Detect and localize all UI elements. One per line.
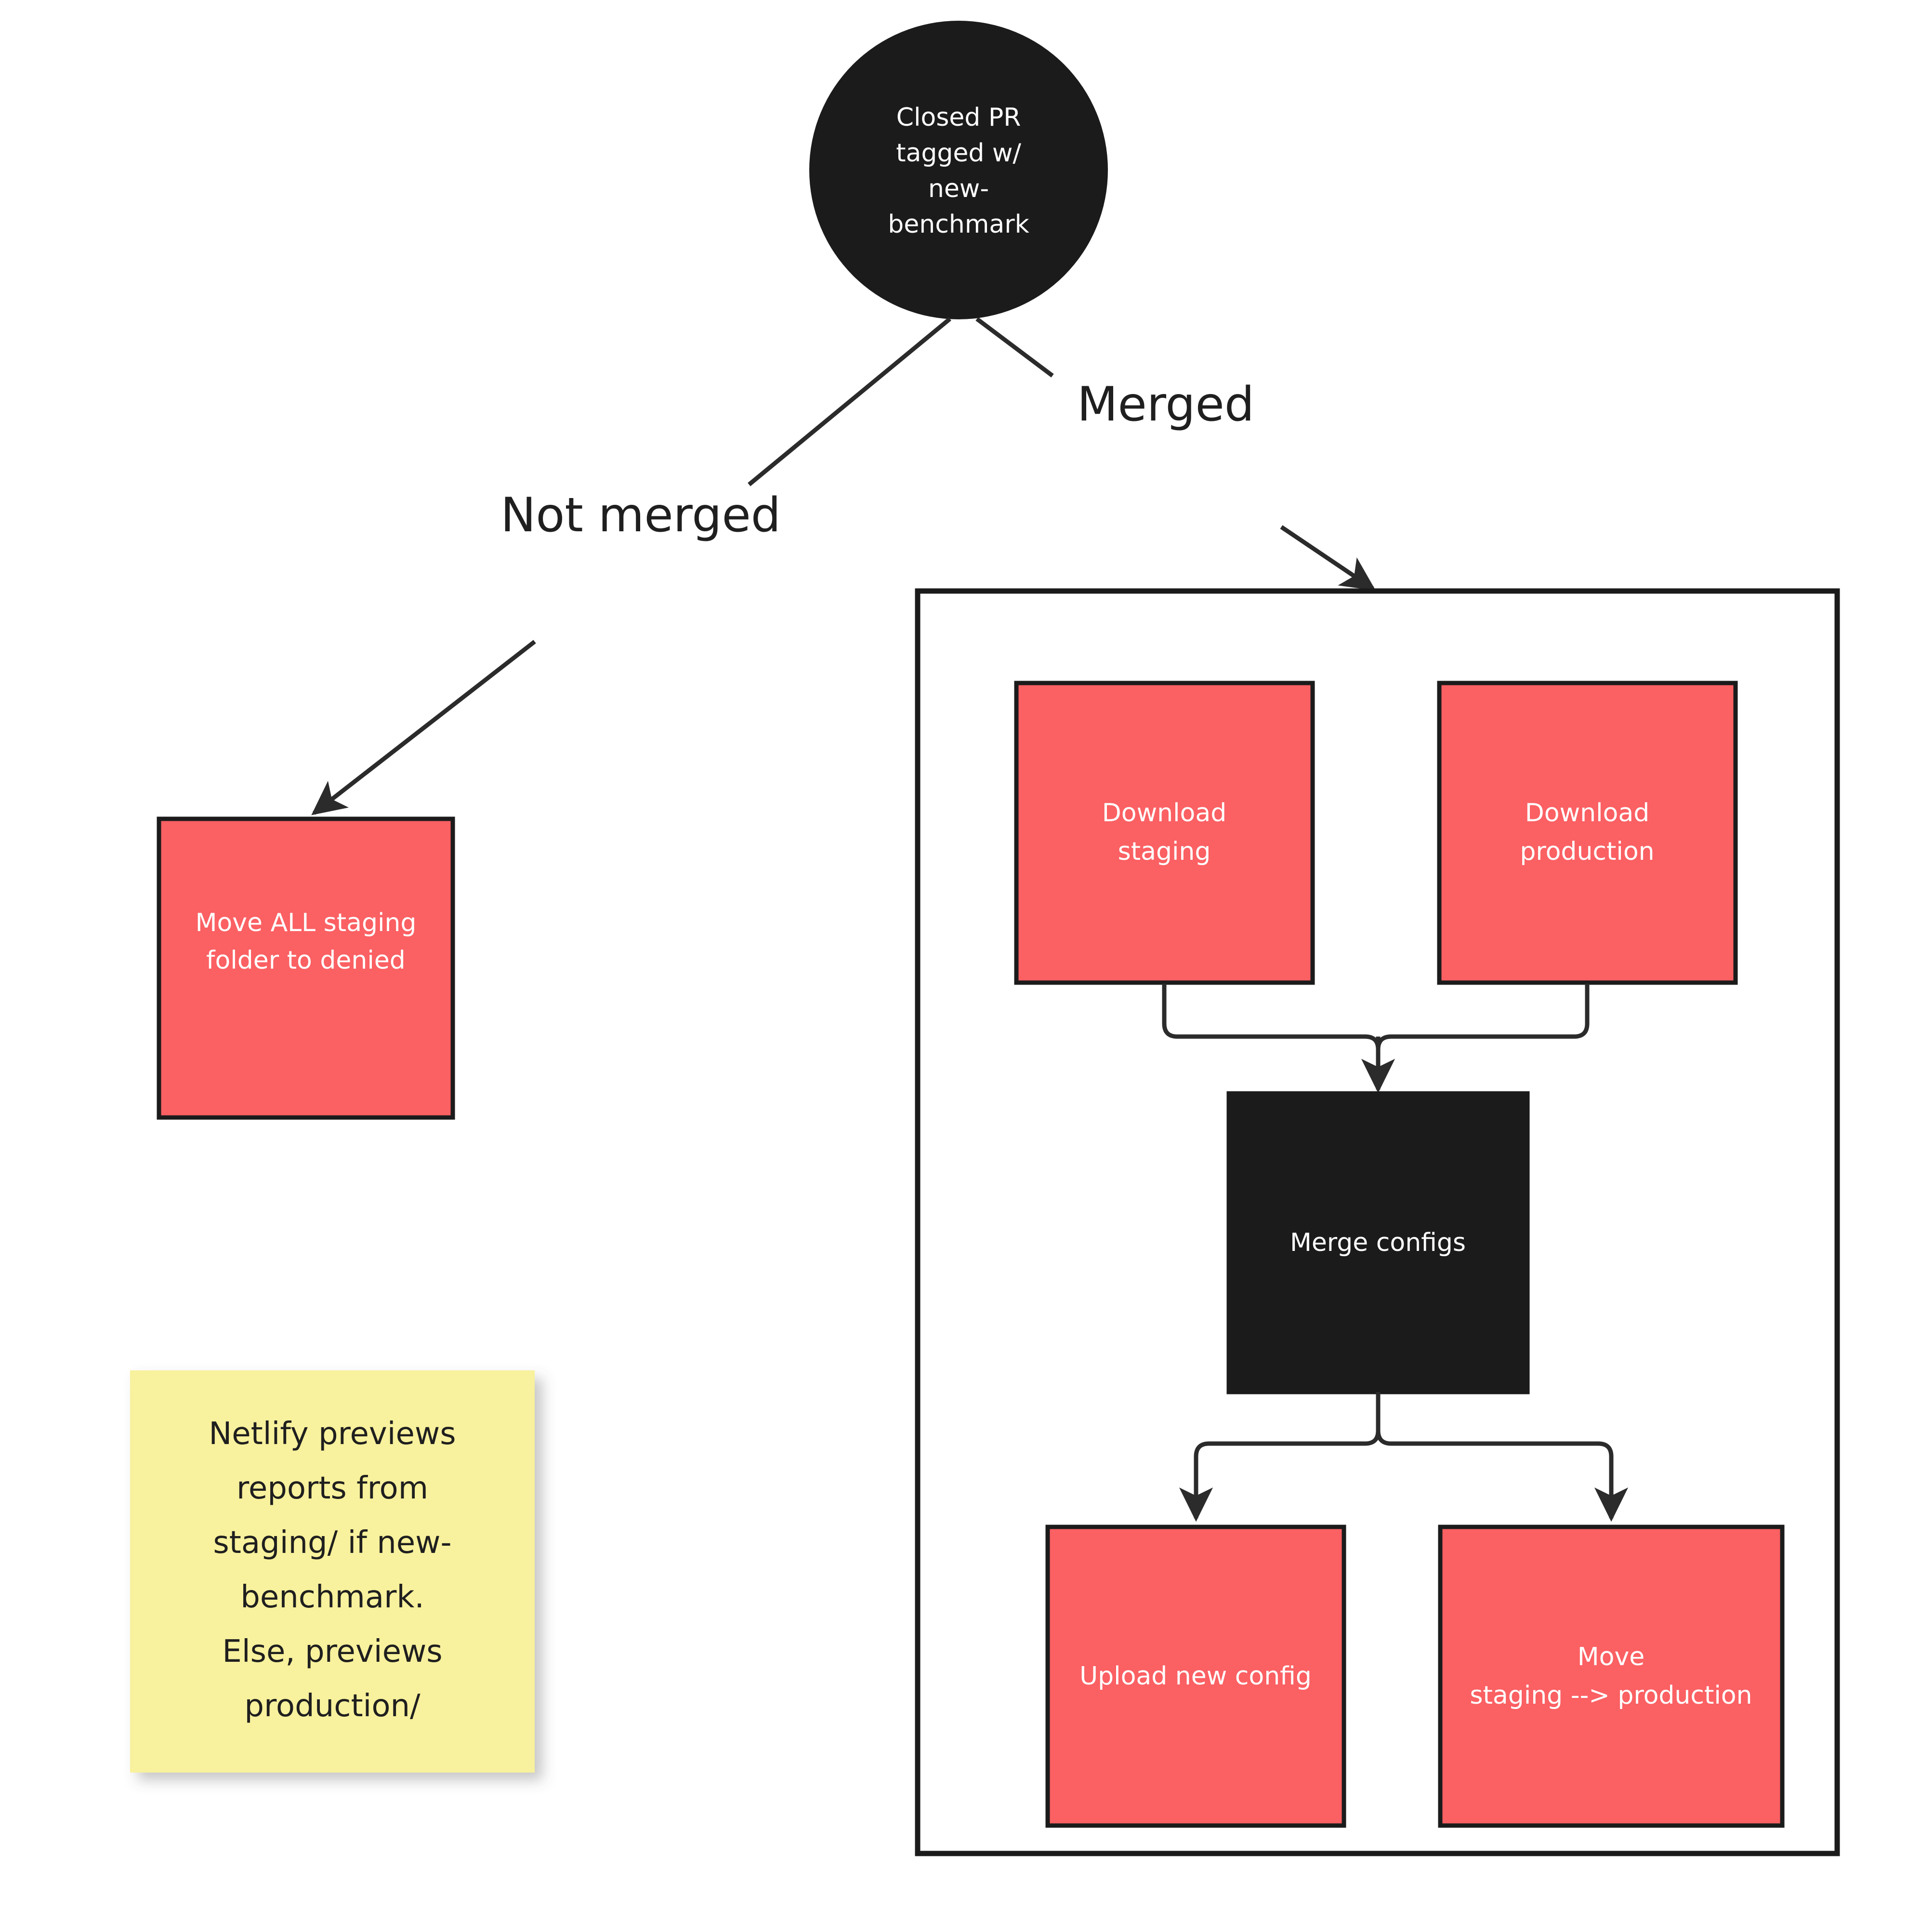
edge-downloads-to-merge xyxy=(1162,984,1381,1079)
edge-not-merged-arrow xyxy=(311,640,536,815)
node-merge-configs[interactable] xyxy=(1226,1091,1530,1394)
node-download-production[interactable] xyxy=(1437,681,1738,985)
start-node-circle[interactable] xyxy=(809,21,1108,319)
node-download-staging[interactable] xyxy=(1014,681,1315,985)
node-upload-new-config[interactable] xyxy=(1045,1525,1346,1828)
edge-merged-arrow xyxy=(1280,525,1376,591)
edge-not-merged-upper xyxy=(748,317,951,486)
edge-merge-to-move xyxy=(1376,1392,1629,1522)
node-move-staging-production[interactable] xyxy=(1438,1525,1785,1828)
edge-merge-to-upload xyxy=(1179,1392,1381,1522)
node-move-all-staging[interactable] xyxy=(157,816,455,1120)
edge-production-to-merge xyxy=(1376,984,1590,1079)
sticky-note-shape[interactable] xyxy=(130,1370,535,1773)
edge-merged-upper xyxy=(975,317,1054,378)
merged-group-container[interactable] xyxy=(915,588,1840,1856)
